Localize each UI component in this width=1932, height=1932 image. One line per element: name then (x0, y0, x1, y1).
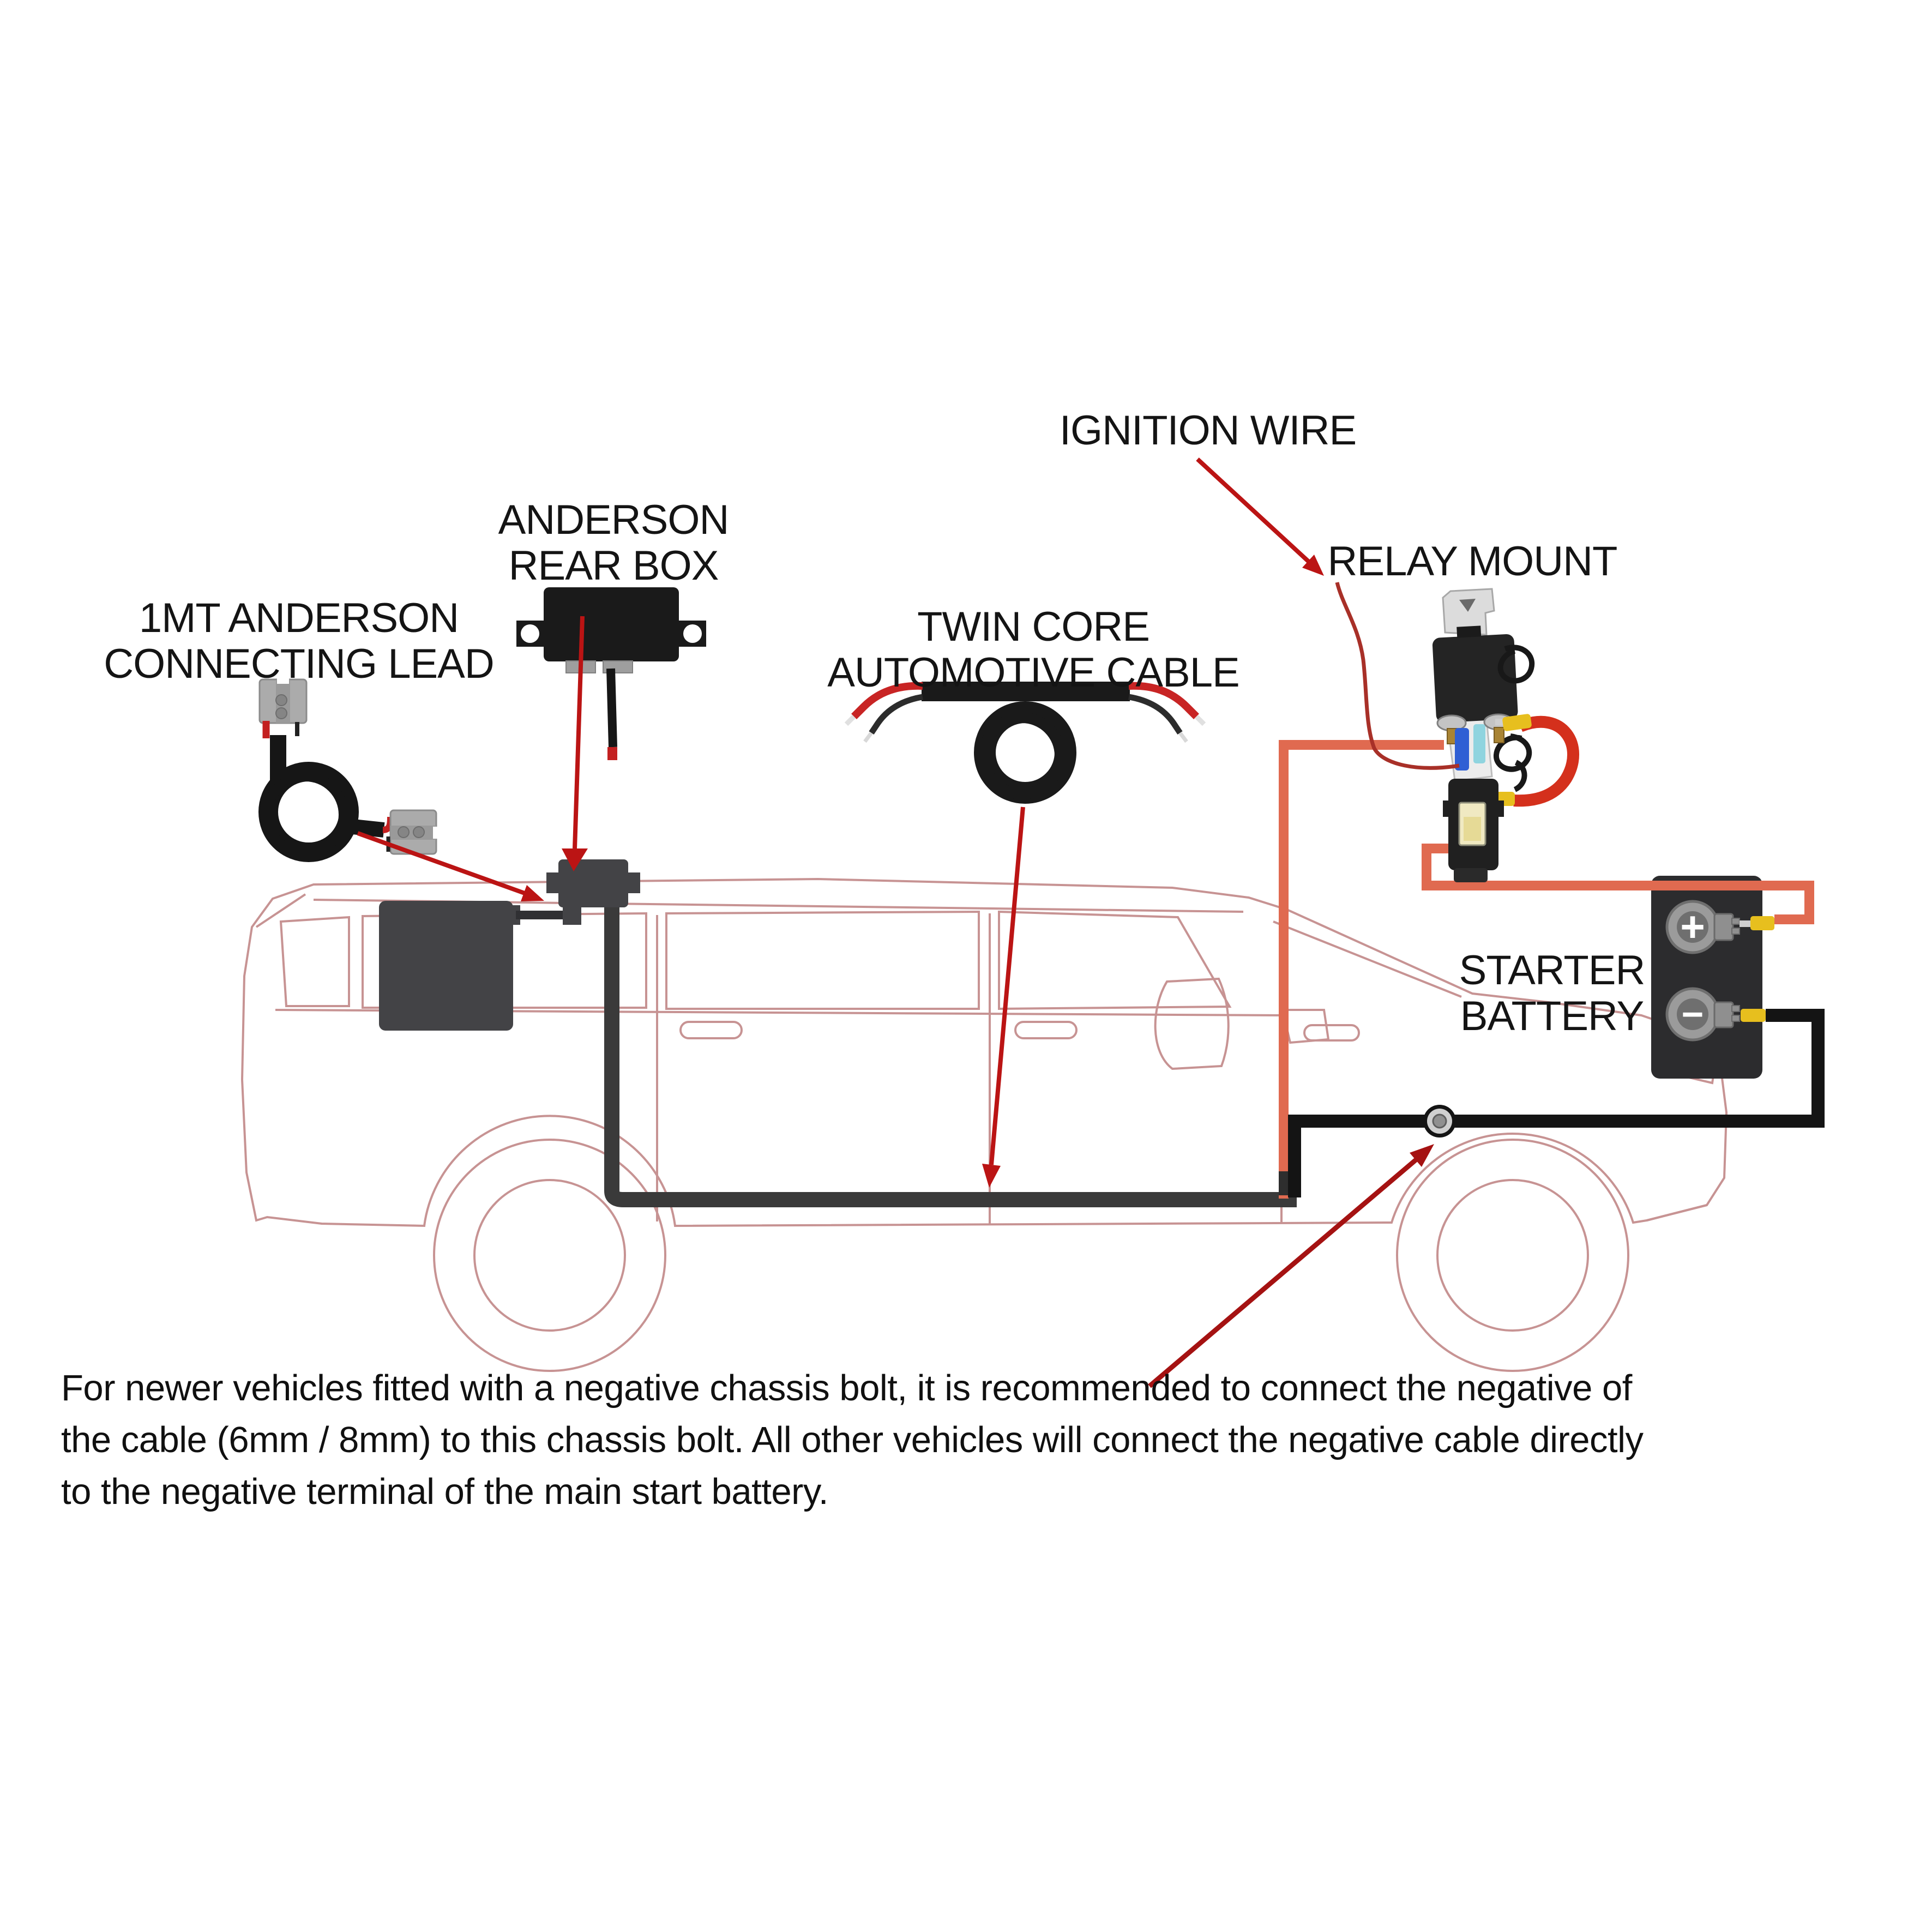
car-tailgate-line (255, 893, 306, 928)
connecting-lead-graphic (258, 676, 440, 862)
twin-core-pointer-arrow (982, 806, 1025, 1188)
chassis-bolt-note: For newer vehicles fitted with a negativ… (61, 1368, 1644, 1512)
lead-cable-exit (341, 818, 385, 838)
relay-blue-crimp (1455, 728, 1469, 771)
auxiliary-box-nub (510, 905, 520, 925)
anderson-plug-right-hole-2 (413, 826, 425, 838)
battery-negative-clamp-tooth-2 (1731, 1015, 1740, 1022)
battery-positive-pin (1740, 920, 1750, 927)
starter-battery: + − (1651, 876, 1762, 1079)
car-bumper-line (1646, 1204, 1707, 1221)
chassis-bolt (1423, 1105, 1456, 1137)
battery-positive-clamp-tooth-2 (1731, 928, 1740, 935)
fuse-holder-tab-right (1497, 801, 1504, 817)
twin-core-cable-graphic (844, 682, 1206, 804)
negative-cable-run (1288, 1009, 1825, 1197)
ignition-wire-pointer-arrow (1196, 458, 1324, 576)
pointer-arrows (357, 458, 1434, 1388)
battery-positive-symbol: + (1680, 902, 1705, 950)
battery-negative-clamp-tooth-1 (1731, 1005, 1740, 1012)
rear-box-in-car-ear-left (546, 872, 559, 893)
relay-assembly (1432, 588, 1580, 882)
car-rear-wheel-hub (473, 1179, 626, 1332)
positive-wire-fuse-to-battery (1422, 844, 1814, 924)
rear-box-body (544, 587, 679, 661)
rear-box-pigtail-wire (606, 668, 617, 748)
twin-core-red-tail-right-tip (1194, 714, 1206, 726)
anderson-plug-top-hole-2 (275, 707, 287, 719)
relay-bracket (1442, 588, 1495, 636)
battery-positive-crimp-yellow (1750, 916, 1774, 930)
relay-cyan-crimp (1473, 724, 1485, 763)
car-rear-wheel (433, 1139, 666, 1372)
battery-negative-terminal-inner (1677, 998, 1708, 1030)
fuse-holder-bottom-cap (1454, 868, 1488, 882)
battery-positive-clamp-tooth-1 (1731, 918, 1740, 925)
anderson-rear-box-label: ANDERSON REAR BOX (498, 497, 730, 589)
relay-bracket-screw-hole (1459, 599, 1476, 612)
twin-core-black-tail-left (869, 694, 923, 735)
fuse-holder-tab-left (1443, 801, 1449, 817)
car-door-handle-3 (1303, 1024, 1360, 1042)
rear-box-ear-hole-right (683, 624, 702, 643)
anderson-plug-right-hole-1 (398, 826, 410, 838)
relay-body-nub (1456, 625, 1482, 638)
anderson-rear-box-graphic (516, 587, 706, 760)
relay-coil-wire-lower (1494, 733, 1532, 792)
in-car-components (379, 859, 640, 1031)
sill-cable-run (604, 905, 1297, 1207)
twin-core-red-tail-left (851, 682, 923, 719)
twin-core-black-tail-right-tip (1178, 731, 1188, 743)
ignition-wire-label: IGNITION WIRE (1059, 407, 1357, 454)
car-front-wheel-hub (1436, 1179, 1589, 1332)
rear-box-in-car (558, 859, 628, 907)
twin-core-red-tail-right (1128, 682, 1199, 719)
twin-core-black-tail-right (1128, 694, 1183, 735)
chassis-bolt-pointer-arrow (1148, 1144, 1434, 1388)
battery-negative-crimp-yellow (1741, 1009, 1766, 1022)
battery-negative-clamp (1713, 1001, 1734, 1028)
auxiliary-box (379, 901, 513, 1031)
anderson-plug-right-notch (433, 827, 440, 839)
relay-coil-wire (1497, 645, 1535, 684)
car-seat-outline (1154, 977, 1230, 1070)
connecting-lead-label: 1MT ANDERSON CONNECTING LEAD (104, 595, 495, 687)
anderson-plug-top-hole-1 (275, 694, 287, 706)
twin-core-label: TWIN CORE AUTOMOTIVE CABLE (827, 604, 1239, 696)
positive-wire-front-to-relay (1279, 740, 1444, 1199)
car-body-outline (240, 877, 1728, 1227)
battery-negative-symbol: − (1682, 993, 1704, 1036)
car-windshield-line (1273, 920, 1462, 998)
jumper-crimp-yellow-top (1502, 714, 1532, 731)
car-door-handle-1 (679, 1021, 743, 1039)
rear-box-ear-hole-left (521, 624, 539, 643)
anderson-plug-top-notch (277, 676, 289, 684)
relay-fuse-jumper-cable (1513, 715, 1580, 807)
chassis-bolt-head (1432, 1114, 1447, 1129)
twin-core-black-tail-left-tip (863, 731, 873, 743)
relay-stud-right (1494, 727, 1504, 743)
car-front-wheel (1396, 1139, 1629, 1372)
rear-box-in-car-ear-right (627, 872, 640, 893)
car-window-3 (998, 910, 1232, 1010)
twin-core-red-tail-left-tip (844, 714, 856, 726)
rear-box-pointer-arrow (562, 616, 588, 871)
ignition-wire (1335, 582, 1460, 770)
rear-box-pigtail-red-tip (607, 747, 617, 760)
lead-cable-coil-inner (262, 772, 348, 858)
relay-mount-label: RELAY MOUNT (1327, 538, 1618, 585)
relay-body (1432, 634, 1518, 723)
battery-positive-clamp (1713, 913, 1734, 941)
car-rear-quarter-window (279, 916, 350, 1007)
positive-wire-sleeve (1279, 1171, 1289, 1195)
battery-positive-terminal-inner (1677, 911, 1708, 943)
starter-battery-label: STARTER BATTERY (1459, 947, 1646, 1039)
twin-core-coil-inner (978, 712, 1066, 799)
connecting-lead-pointer-arrow (357, 831, 544, 901)
car-door-handle-2 (1014, 1021, 1078, 1039)
car-window-2 (665, 910, 980, 1010)
fuse-element (1464, 817, 1481, 841)
